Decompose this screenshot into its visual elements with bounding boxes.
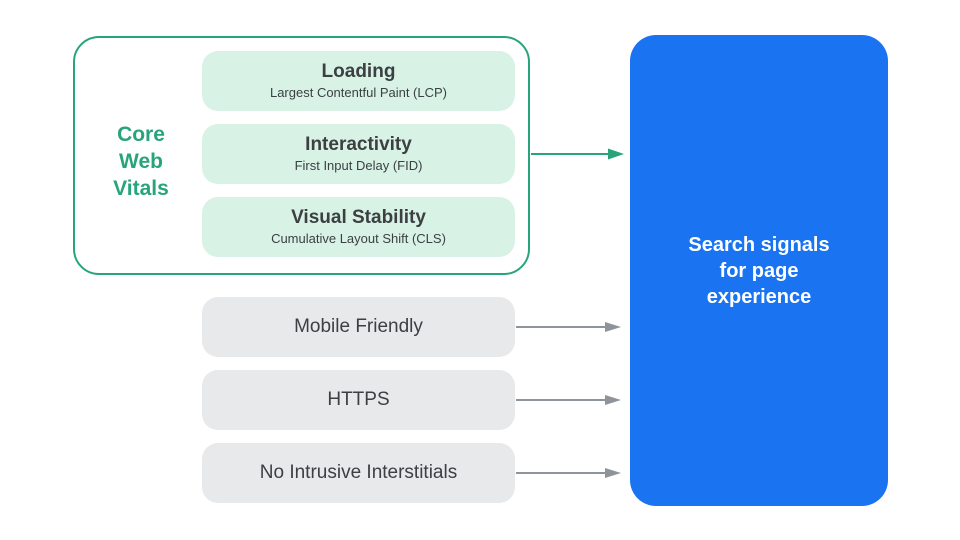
gray-arrow-right-icon (516, 468, 621, 478)
metric-subtitle: First Input Delay (FID) (294, 158, 423, 173)
signal-label: HTTPS (327, 389, 390, 410)
gray-arrow-right-icon (516, 322, 621, 332)
signal-card-https: HTTPS (202, 370, 515, 430)
metric-subtitle: Cumulative Layout Shift (CLS) (271, 231, 446, 246)
metric-card-interactivity: Interactivity First Input Delay (FID) (202, 124, 515, 184)
signal-card-mobile-friendly: Mobile Friendly (202, 297, 515, 357)
metric-card-visual-stability: Visual Stability Cumulative Layout Shift… (202, 197, 515, 257)
core-web-vitals-label: Core Web Vitals (113, 123, 169, 200)
signal-card-no-intrusive-interstitials: No Intrusive Interstitials (202, 443, 515, 503)
metric-card-loading: Loading Largest Contentful Paint (LCP) (202, 51, 515, 111)
signal-label: No Intrusive Interstitials (259, 462, 458, 483)
gray-arrow-right-icon (516, 395, 621, 405)
metric-title: Loading (321, 61, 396, 82)
metric-title: Interactivity (305, 134, 412, 155)
search-signals-label: Search signals for page experience (688, 233, 830, 308)
metric-title: Visual Stability (291, 207, 426, 228)
search-signals-box: Search signals for page experience (630, 35, 888, 506)
signal-label: Mobile Friendly (294, 316, 423, 337)
metric-subtitle: Largest Contentful Paint (LCP) (269, 85, 448, 100)
green-arrow-right-icon (531, 148, 624, 160)
